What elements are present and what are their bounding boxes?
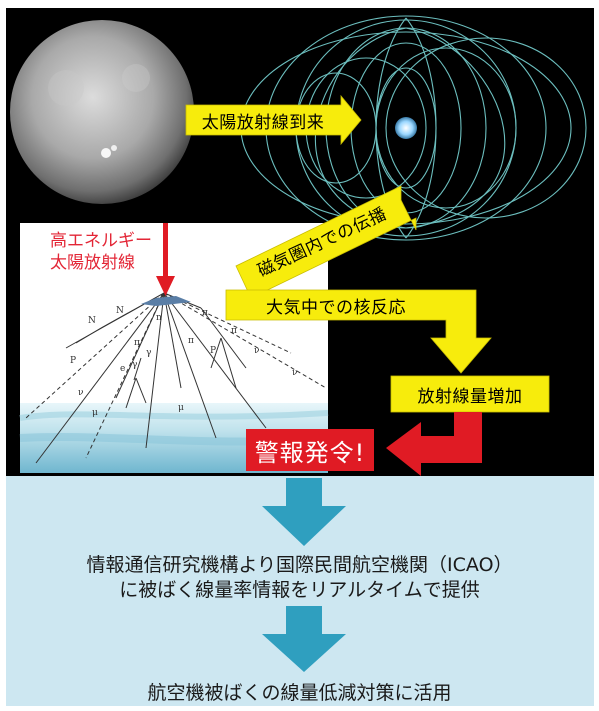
particle-label: N [116, 306, 124, 316]
particle-label: ν [292, 368, 298, 378]
label-high-energy-line1: 高エネルギー [50, 231, 152, 251]
particle-label: e [120, 364, 126, 374]
particle-label: μ [92, 408, 98, 418]
high-energy-arrow-shaft [163, 223, 168, 283]
particle-label: P [210, 346, 217, 356]
space-panel: N N P P n π π π π μ μ ν ν ν γ γ e 太陽放射線到… [6, 8, 594, 476]
arrow-nuclear-reaction [225, 289, 492, 374]
high-energy-arrow-head [156, 276, 175, 296]
info-arrows [262, 478, 346, 672]
particle-label: γ [146, 348, 152, 358]
arrow-alert [386, 412, 482, 476]
sun-image [10, 20, 194, 204]
down-arrow-1 [262, 478, 346, 546]
red-arrows [156, 223, 482, 476]
info-panel [6, 476, 594, 706]
info-line-1: 情報通信研究機構より国際民間航空機関（ICAO） [86, 554, 513, 576]
particle-label: ν [78, 388, 84, 398]
alert-issued-label: 警報発令! [246, 429, 374, 471]
particle-label: ν [254, 346, 260, 356]
particle-label: π [188, 336, 194, 346]
particle-label: π [202, 308, 208, 318]
radiation-increase-box [390, 375, 550, 413]
label-solar-radiation-arrival: 太陽放射線到来 [201, 112, 325, 133]
particle-label: μ [178, 403, 184, 413]
particle-label: π [231, 326, 237, 336]
down-arrow-2 [262, 606, 346, 672]
label-radiation-increase: 放射線量増加 [417, 386, 523, 407]
info-line-3: 航空機被ばくの線量低減対策に活用 [147, 682, 452, 704]
particle-label: π [134, 338, 140, 348]
yellow-arrows [185, 94, 550, 413]
label-nuclear-reaction: 大気中での核反応 [266, 297, 406, 318]
particle-label: γ [132, 360, 138, 370]
particle-label: P [70, 356, 77, 366]
arrow-solar-arrival [185, 94, 362, 146]
particle-label: N [88, 316, 96, 326]
label-high-energy-line2: 太陽放射線 [50, 253, 135, 273]
particle-label: n [156, 313, 162, 323]
info-line-2: に被ばく線量率情報をリアルタイムで提供 [119, 579, 480, 601]
